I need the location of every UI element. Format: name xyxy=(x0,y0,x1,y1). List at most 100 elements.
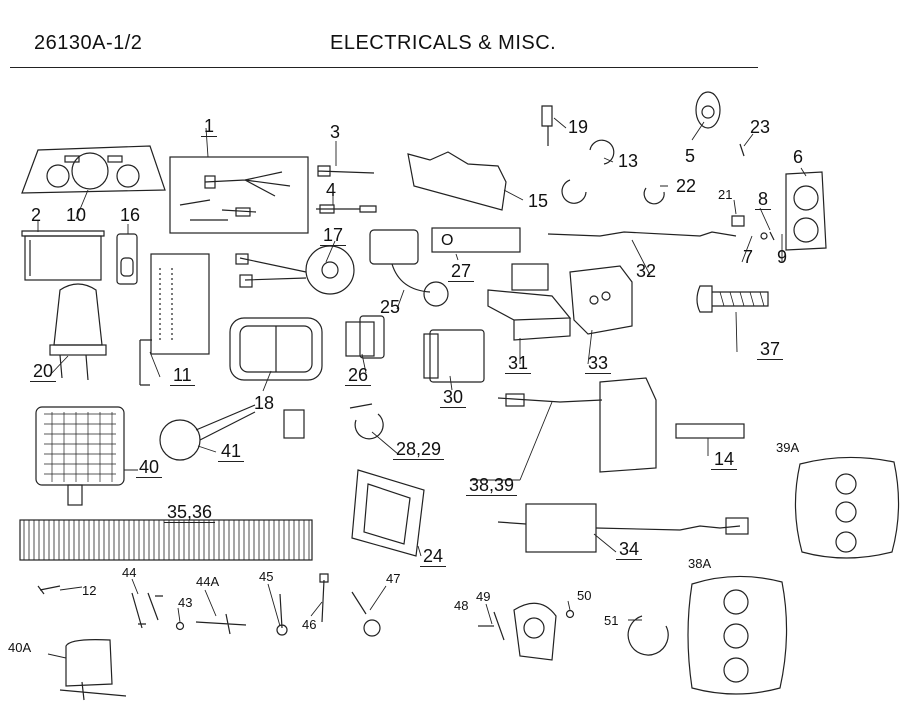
callout-7: 7 xyxy=(743,247,754,267)
ring-51 xyxy=(627,615,669,656)
reflector-strip xyxy=(675,423,745,439)
callout-1: 1 xyxy=(201,117,218,137)
header-rule xyxy=(10,67,758,68)
callout-19: 19 xyxy=(568,117,589,137)
callout-15: 15 xyxy=(528,191,549,211)
battery xyxy=(21,230,105,281)
switch-30 xyxy=(423,329,485,383)
callout-34: 34 xyxy=(616,540,643,560)
callout-16: 16 xyxy=(120,205,141,225)
callout-44: 44 xyxy=(122,565,137,580)
fuel-sender xyxy=(159,404,305,461)
arm-49 xyxy=(493,611,505,641)
cable-short xyxy=(316,204,377,214)
callout-38a: 38A xyxy=(688,556,712,571)
callout-37: 37 xyxy=(757,340,784,360)
mounting-bracket xyxy=(407,151,507,211)
bolt-37 xyxy=(696,285,769,313)
callout-41: 41 xyxy=(218,442,245,462)
callout-33: 33 xyxy=(585,354,612,374)
washer xyxy=(276,593,288,636)
callout-6: 6 xyxy=(793,147,804,167)
callout-11: 11 xyxy=(170,366,195,386)
callout-25: 25 xyxy=(380,297,401,317)
horn xyxy=(695,91,721,129)
relay-33 xyxy=(569,265,633,335)
relay xyxy=(487,263,572,341)
callout-50: 50 xyxy=(577,588,592,603)
headlamp xyxy=(229,317,323,381)
callout-47: 47 xyxy=(386,571,401,586)
callout-12: 12 xyxy=(82,583,97,598)
callout-46: 46 xyxy=(302,617,317,632)
conduit xyxy=(19,519,313,561)
callout-35-36: 35,36 xyxy=(164,503,216,523)
callout-30: 30 xyxy=(440,388,467,408)
callout-3: 3 xyxy=(330,122,341,142)
drawing-code: 26130A-1/2 xyxy=(34,32,143,54)
callout-43: 43 xyxy=(178,595,193,610)
pin xyxy=(739,143,745,157)
socket-hardware xyxy=(731,215,775,241)
callout-4: 4 xyxy=(326,180,337,200)
connector-plug xyxy=(235,245,355,295)
callout-13: 13 xyxy=(618,151,639,171)
callout-40a: 40A xyxy=(8,640,32,655)
callout-32: 32 xyxy=(636,261,657,281)
callout-45: 45 xyxy=(259,569,274,584)
ignition-switch xyxy=(369,229,449,307)
lamp-bracket-24 xyxy=(351,469,425,557)
snap-ring xyxy=(561,179,587,204)
callout-2: 2 xyxy=(31,205,42,225)
tail-lamp xyxy=(497,377,657,473)
instrument-cluster xyxy=(21,145,166,194)
clip xyxy=(37,585,61,595)
leader-lines xyxy=(37,117,807,659)
callout-18: 18 xyxy=(254,393,275,413)
flasher-relay xyxy=(139,253,210,386)
nut-50 xyxy=(565,609,575,619)
sensor-cable xyxy=(547,231,737,237)
lens-38a xyxy=(687,575,788,695)
callout-8: 8 xyxy=(755,190,772,210)
hose-clamp xyxy=(349,403,384,440)
callout-24: 24 xyxy=(420,547,447,567)
drawing-title: ELECTRICALS & MISC. xyxy=(330,32,557,54)
grommet xyxy=(351,591,381,637)
callout-31: 31 xyxy=(505,354,532,374)
lamp-34 xyxy=(497,503,749,553)
retainer-ring xyxy=(643,187,665,205)
rocker-switch xyxy=(345,315,385,359)
trailer-socket xyxy=(785,171,827,251)
sensor xyxy=(541,105,553,146)
lens-39a xyxy=(794,456,900,559)
switch xyxy=(116,233,138,285)
callout-10: 10 xyxy=(66,205,87,225)
cable xyxy=(317,165,375,177)
motor-housing xyxy=(513,602,557,661)
bolt xyxy=(131,592,163,629)
callout-22: 22 xyxy=(676,176,697,196)
callout-26: 26 xyxy=(345,366,372,386)
nut xyxy=(175,621,185,631)
lamp-bracket xyxy=(59,639,127,701)
callout-44a: 44A xyxy=(196,574,220,589)
callout-49: 49 xyxy=(476,589,491,604)
callout-38-39: 38,39 xyxy=(466,476,518,496)
callout-40: 40 xyxy=(136,458,163,478)
callout-5: 5 xyxy=(685,146,696,166)
terminal xyxy=(195,613,247,635)
callout-48: 48 xyxy=(454,598,469,613)
callout-20: 20 xyxy=(30,362,57,382)
callout-27: 27 xyxy=(448,262,475,282)
decal-box xyxy=(431,227,521,253)
callout-23: 23 xyxy=(750,117,771,137)
callout-21: 21 xyxy=(718,187,733,202)
callout-28-29: 28,29 xyxy=(393,440,445,460)
wiring-harness xyxy=(169,156,309,234)
beacon-lamp xyxy=(49,283,107,381)
callout-39a: 39A xyxy=(776,440,800,455)
fuse xyxy=(319,573,329,623)
callout-51: 51 xyxy=(604,613,619,628)
callout-14: 14 xyxy=(711,450,738,470)
